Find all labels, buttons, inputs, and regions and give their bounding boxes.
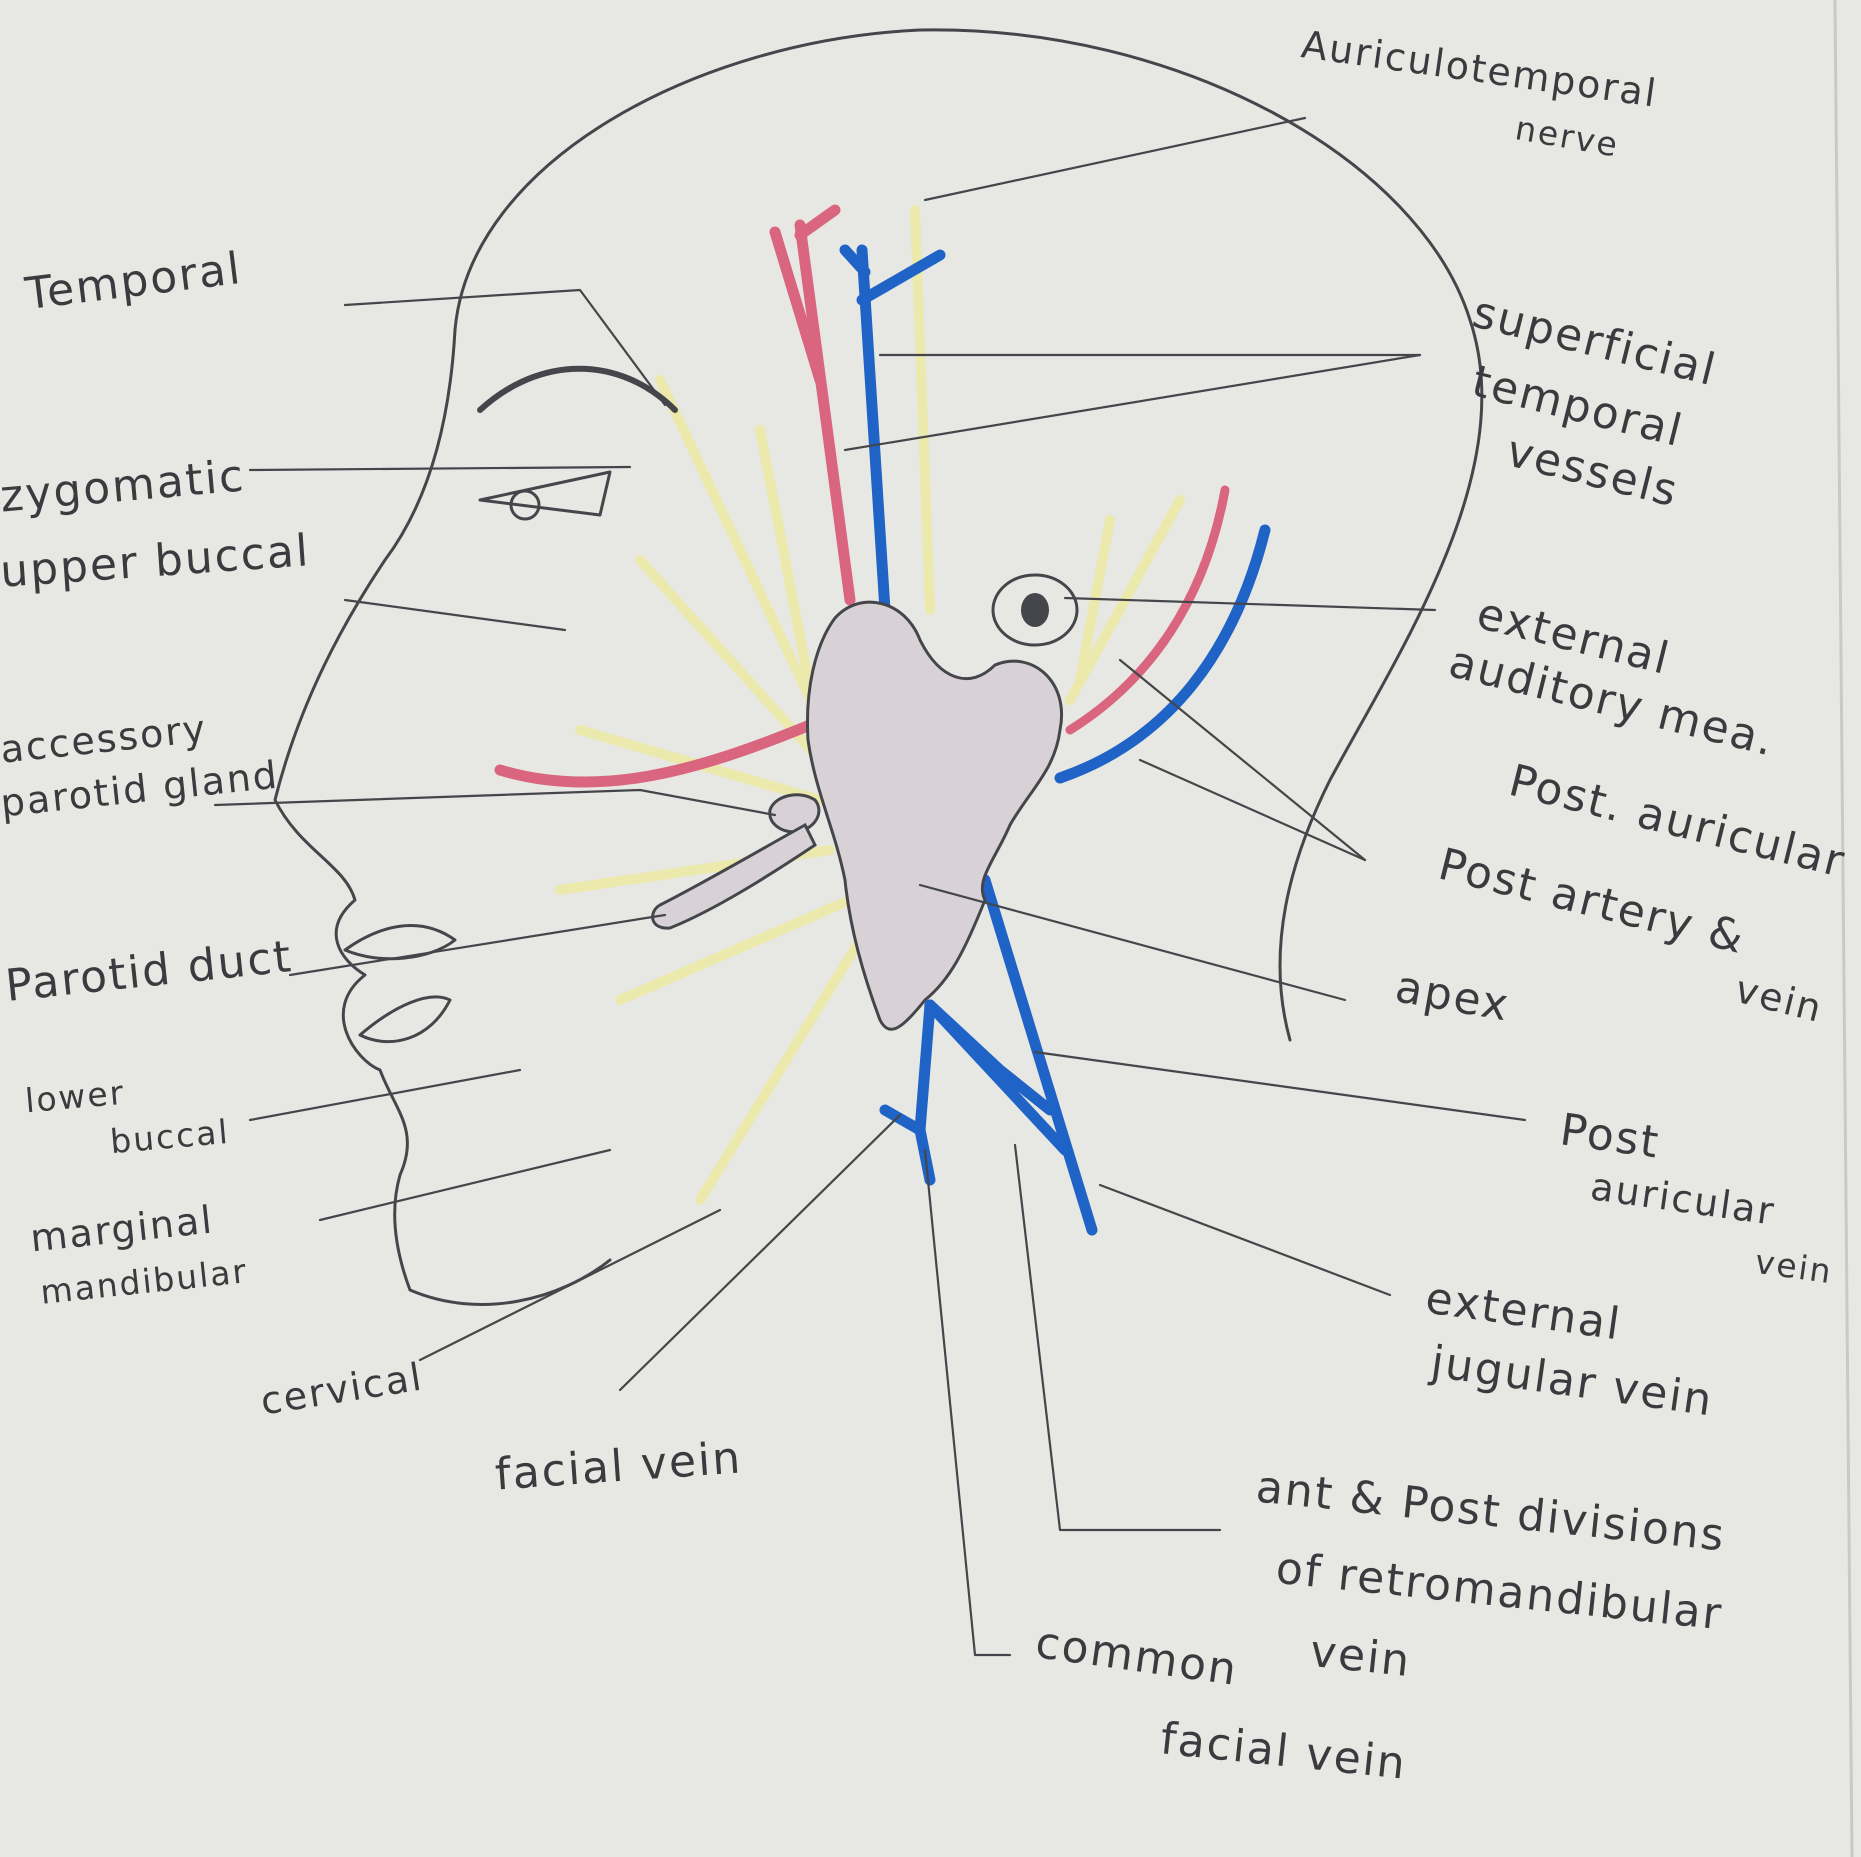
label-lower-buccal: buccal bbox=[109, 1115, 231, 1158]
label-divisions-vein: vein bbox=[1308, 1630, 1413, 1684]
label-lower: lower bbox=[24, 1076, 127, 1118]
label-post-auricular-vein: vein bbox=[1753, 1245, 1835, 1289]
label-post: Post bbox=[1557, 1108, 1662, 1165]
notebook-page-edge bbox=[1835, 0, 1852, 1857]
ear bbox=[993, 575, 1077, 645]
accessory-parotid-gland bbox=[770, 795, 819, 832]
